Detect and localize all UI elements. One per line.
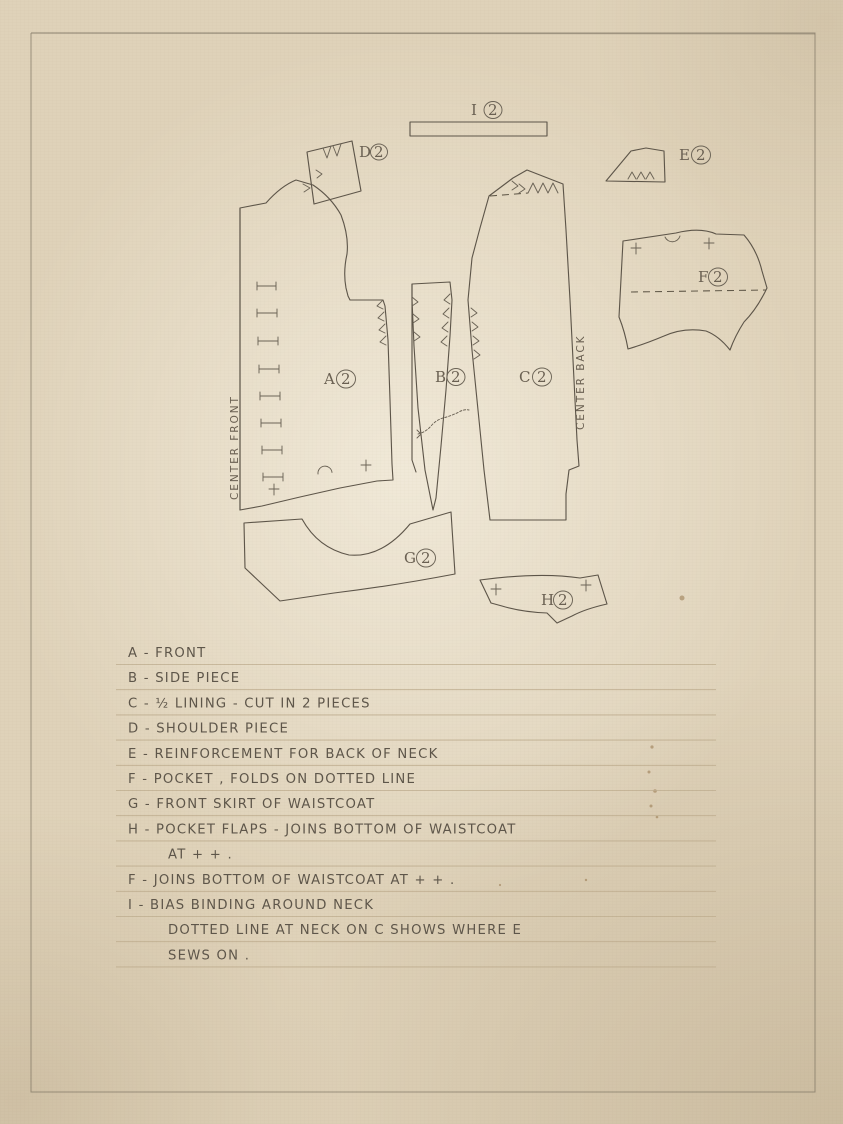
svg-text:2: 2 (341, 370, 351, 388)
legend-line: F - JOINS BOTTOM OF WAISTCOAT AT + + . (128, 873, 455, 888)
pattern-piece-D: D 2 (302, 140, 388, 205)
piece-label-A: A (323, 370, 335, 388)
pocket-fold-line-F (630, 289, 767, 293)
piece-label-D: D (359, 143, 372, 161)
buttonhole-marks (256, 281, 284, 482)
grainline-label-center-front: CENTER FRONT (229, 395, 241, 500)
neck-dashed-line-C (489, 192, 529, 197)
grainline-label-center-back: CENTER BACK (575, 335, 587, 430)
piece-qty-G: 2 (416, 548, 436, 568)
piece-label-E: E (679, 146, 690, 164)
legend-line: H - POCKET FLAPS - JOINS BOTTOM OF WAIST… (128, 822, 517, 837)
piece-label-G: G (404, 549, 416, 567)
pattern-piece-B: B 2 (411, 281, 470, 511)
legend-line: D - SHOULDER PIECE (128, 722, 289, 737)
svg-text:2: 2 (451, 368, 461, 386)
legend-line: A - FRONT (128, 646, 206, 661)
pattern-piece-I: I 2 (409, 101, 548, 137)
svg-text:2: 2 (488, 101, 498, 119)
pattern-piece-G: G 2 (243, 511, 456, 602)
grainline-labels: CENTER FRONT CENTER BACK (229, 335, 587, 500)
page-border (30, 32, 816, 1093)
legend-line: G - FRONT SKIRT OF WAISTCOAT (128, 797, 375, 812)
hem-join-marks-A (268, 459, 372, 496)
piece-qty-H: 2 (553, 590, 573, 610)
pattern-piece-E: E 2 (605, 145, 711, 183)
piece-qty-I: 2 (483, 101, 503, 119)
legend-line: DOTTED LINE AT NECK ON C SHOWS WHERE E (168, 923, 522, 938)
piece-qty-C: 2 (532, 367, 552, 387)
paper-foxing-specks (498, 595, 685, 887)
piece-label-C: C (519, 368, 531, 386)
piece-qty-A: 2 (336, 369, 356, 389)
svg-text:2: 2 (713, 268, 723, 286)
svg-text:2: 2 (558, 591, 568, 609)
legend-line: C - ½ LINING - CUT IN 2 PIECES (128, 696, 371, 711)
piece-qty-B: 2 (446, 368, 466, 386)
svg-text:2: 2 (537, 368, 547, 386)
piece-label-I: I (471, 101, 477, 119)
legend-line: F - POCKET , FOLDS ON DOTTED LINE (128, 772, 416, 787)
pattern-piece-F: F 2 (618, 229, 768, 351)
svg-text:2: 2 (696, 146, 706, 164)
piece-qty-F: 2 (708, 267, 728, 287)
piece-label-H: H (541, 591, 555, 609)
legend-line: E - REINFORCEMENT FOR BACK OF NECK (128, 747, 438, 762)
svg-text:2: 2 (421, 549, 431, 567)
legend-line: AT + + . (168, 848, 233, 863)
legend-line: I - BIAS BINDING AROUND NECK (128, 898, 374, 913)
legend-list: A - FRONT B - SIDE PIECE C - ½ LINING - CU… (116, 646, 716, 968)
legend-line: SEWS ON . (168, 948, 250, 963)
svg-text:2: 2 (374, 143, 384, 161)
pattern-piece-H: H 2 (479, 574, 608, 624)
pattern-piece-C: C 2 (467, 169, 580, 521)
piece-qty-D: 2 (370, 143, 388, 161)
piece-label-B: B (435, 368, 447, 386)
piece-label-F: F (698, 268, 709, 286)
pattern-piece-A: A 2 (239, 179, 394, 511)
legend-line: B - SIDE PIECE (128, 671, 240, 686)
piece-qty-E: 2 (691, 145, 711, 165)
